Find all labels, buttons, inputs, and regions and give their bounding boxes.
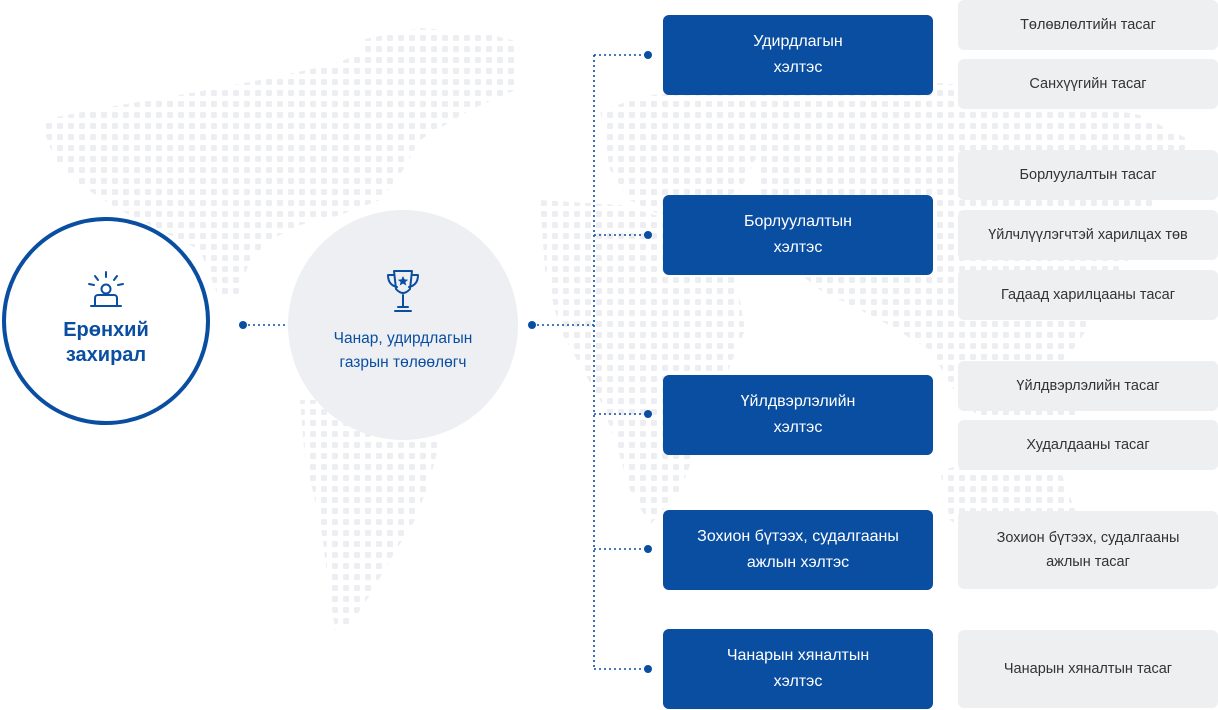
dept-label: Борлуулалтын хэлтэс (744, 213, 852, 256)
subunit-production[interactable]: Үйлдвэрлэлийн тасаг (958, 361, 1218, 411)
dept-label: Удирдлагын хэлтэс (753, 33, 843, 76)
ceo-node: Ерөнхий захирал (2, 217, 210, 425)
dept-design-research[interactable]: Зохион бүтээх, судалгааны ажлын хэлтэс (663, 510, 933, 590)
subunit-label: Үйлчлүүлэгчтэй харилцах төв (988, 227, 1188, 243)
dept-label: Чанарын хяналтын хэлтэс (726, 647, 870, 690)
representative-node: Чанар, удирдлагын газрын төлөөлөгч (288, 210, 518, 440)
alarm-light-icon (88, 271, 124, 307)
subunit-planning[interactable]: Төлөвлөлтийн тасаг (958, 0, 1218, 50)
subunit-label: Санхүүгийн тасаг (1029, 76, 1147, 92)
subunit-quality-control[interactable]: Чанарын хяналтын тасаг (958, 630, 1218, 708)
subunit-label: Зохион бүтээх, судалгааны ажлын тасаг (996, 530, 1180, 570)
subunit-label: Борлуулалтын тасаг (1019, 167, 1157, 183)
subunit-label: Худалдааны тасаг (1026, 437, 1150, 453)
subunit-label: Гадаад харилцааны тасаг (1001, 287, 1175, 303)
dept-production[interactable]: Үйлдвэрлэлийн хэлтэс (663, 375, 933, 455)
representative-title: Чанар, удирдлагын газрын төлөөлөгч (333, 330, 473, 371)
dept-label: Зохион бүтээх, судалгааны ажлын хэлтэс (697, 528, 899, 571)
subunit-label: Төлөвлөлтийн тасаг (1020, 17, 1156, 33)
subunit-sales[interactable]: Борлуулалтын тасаг (958, 150, 1218, 200)
subunit-foreign-relations[interactable]: Гадаад харилцааны тасаг (958, 270, 1218, 320)
dept-quality-control[interactable]: Чанарын хяналтын хэлтэс (663, 629, 933, 709)
subunit-customer-center[interactable]: Үйлчлүүлэгчтэй харилцах төв (958, 210, 1218, 260)
dept-sales[interactable]: Борлуулалтын хэлтэс (663, 195, 933, 275)
trophy-icon (387, 270, 419, 312)
subunit-label: Үйлдвэрлэлийн тасаг (1016, 378, 1160, 394)
subunit-label: Чанарын хяналтын тасаг (1003, 661, 1173, 677)
subunit-finance[interactable]: Санхүүгийн тасаг (958, 59, 1218, 109)
ceo-title: Ерөнхий захирал (63, 319, 149, 366)
dept-label: Үйлдвэрлэлийн хэлтэс (740, 393, 856, 436)
dept-management[interactable]: Удирдлагын хэлтэс (663, 15, 933, 95)
subunit-trade[interactable]: Худалдааны тасаг (958, 420, 1218, 470)
subunit-design-research[interactable]: Зохион бүтээх, судалгааны ажлын тасаг (958, 511, 1218, 589)
